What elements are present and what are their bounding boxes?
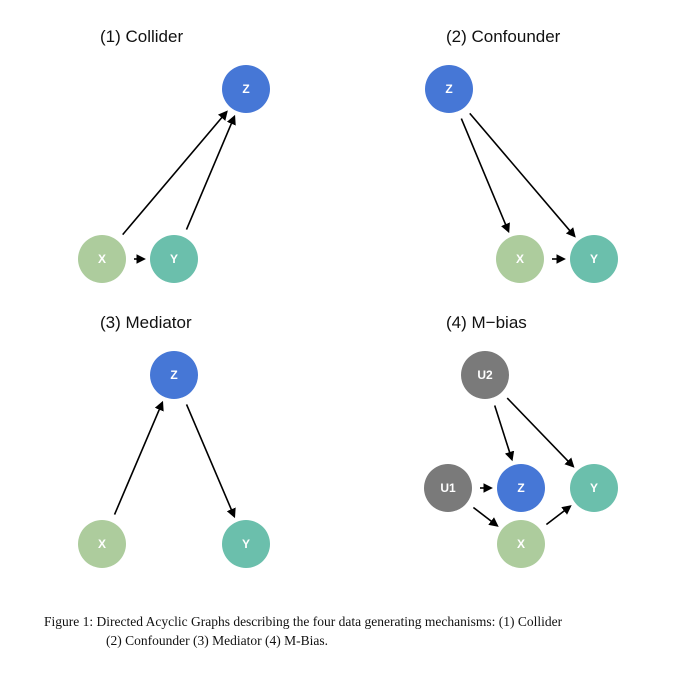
panel-title-mediator: (3) Mediator <box>100 313 192 332</box>
figure-caption: Figure 1: Directed Acyclic Graphs descri… <box>44 612 664 650</box>
node-label: Y <box>170 252 178 266</box>
panel-title-confounder: (2) Confounder <box>446 27 561 46</box>
node-label: U2 <box>477 368 493 382</box>
node-m-bias-x: X <box>497 520 545 568</box>
node-label: Y <box>590 481 598 495</box>
panel-title-m-bias: (4) M−bias <box>446 313 527 332</box>
edge-collider-y-to-z <box>185 114 236 230</box>
node-label: Z <box>170 368 177 382</box>
edge-confounder-z-to-y <box>469 112 576 238</box>
node-label: Z <box>517 481 524 495</box>
node-label: Y <box>242 537 250 551</box>
node-circle <box>150 235 198 283</box>
edge-collider-x-to-z <box>122 110 228 236</box>
node-collider-y: Y <box>150 235 198 283</box>
node-circle <box>78 235 126 283</box>
node-circle <box>497 520 545 568</box>
node-confounder-x: X <box>496 235 544 283</box>
node-m-bias-u2: U2 <box>461 351 509 399</box>
node-circle <box>150 351 198 399</box>
caption-line-2: (2) Confounder (3) Mediator (4) M-Bias. <box>106 633 328 648</box>
node-label: X <box>98 537 106 551</box>
node-label: X <box>517 537 525 551</box>
node-label: Y <box>590 252 598 266</box>
node-circle <box>497 464 545 512</box>
node-collider-x: X <box>78 235 126 283</box>
node-circle <box>461 351 509 399</box>
node-mediator-z: Z <box>150 351 198 399</box>
node-label: Z <box>242 82 249 96</box>
node-label: X <box>516 252 524 266</box>
node-confounder-y: Y <box>570 235 618 283</box>
node-label: X <box>98 252 106 266</box>
node-collider-z: Z <box>222 65 270 113</box>
edge-m-bias-x-to-y <box>545 505 572 526</box>
edge-confounder-z-to-x <box>460 118 510 234</box>
node-circle <box>570 235 618 283</box>
edge-mediator-x-to-z <box>113 400 164 515</box>
node-circle <box>222 520 270 568</box>
node-mediator-x: X <box>78 520 126 568</box>
node-circle <box>570 464 618 512</box>
edge-m-bias-u1-to-x <box>472 506 499 527</box>
node-circle <box>425 65 473 113</box>
node-circle <box>78 520 126 568</box>
node-m-bias-y: Y <box>570 464 618 512</box>
node-circle <box>496 235 544 283</box>
node-label: Z <box>445 82 452 96</box>
node-label: U1 <box>440 481 456 495</box>
edge-m-bias-u2-to-y <box>506 397 575 468</box>
node-m-bias-z: Z <box>497 464 545 512</box>
panel-title-collider: (1) Collider <box>100 27 183 46</box>
edge-mediator-z-to-y <box>185 404 236 519</box>
caption-line-1: Figure 1: Directed Acyclic Graphs descri… <box>44 614 563 629</box>
node-circle <box>424 464 472 512</box>
node-confounder-z: Z <box>425 65 473 113</box>
node-mediator-y: Y <box>222 520 270 568</box>
node-m-bias-u1: U1 <box>424 464 472 512</box>
node-circle <box>222 65 270 113</box>
edge-m-bias-u2-to-z <box>493 405 515 462</box>
